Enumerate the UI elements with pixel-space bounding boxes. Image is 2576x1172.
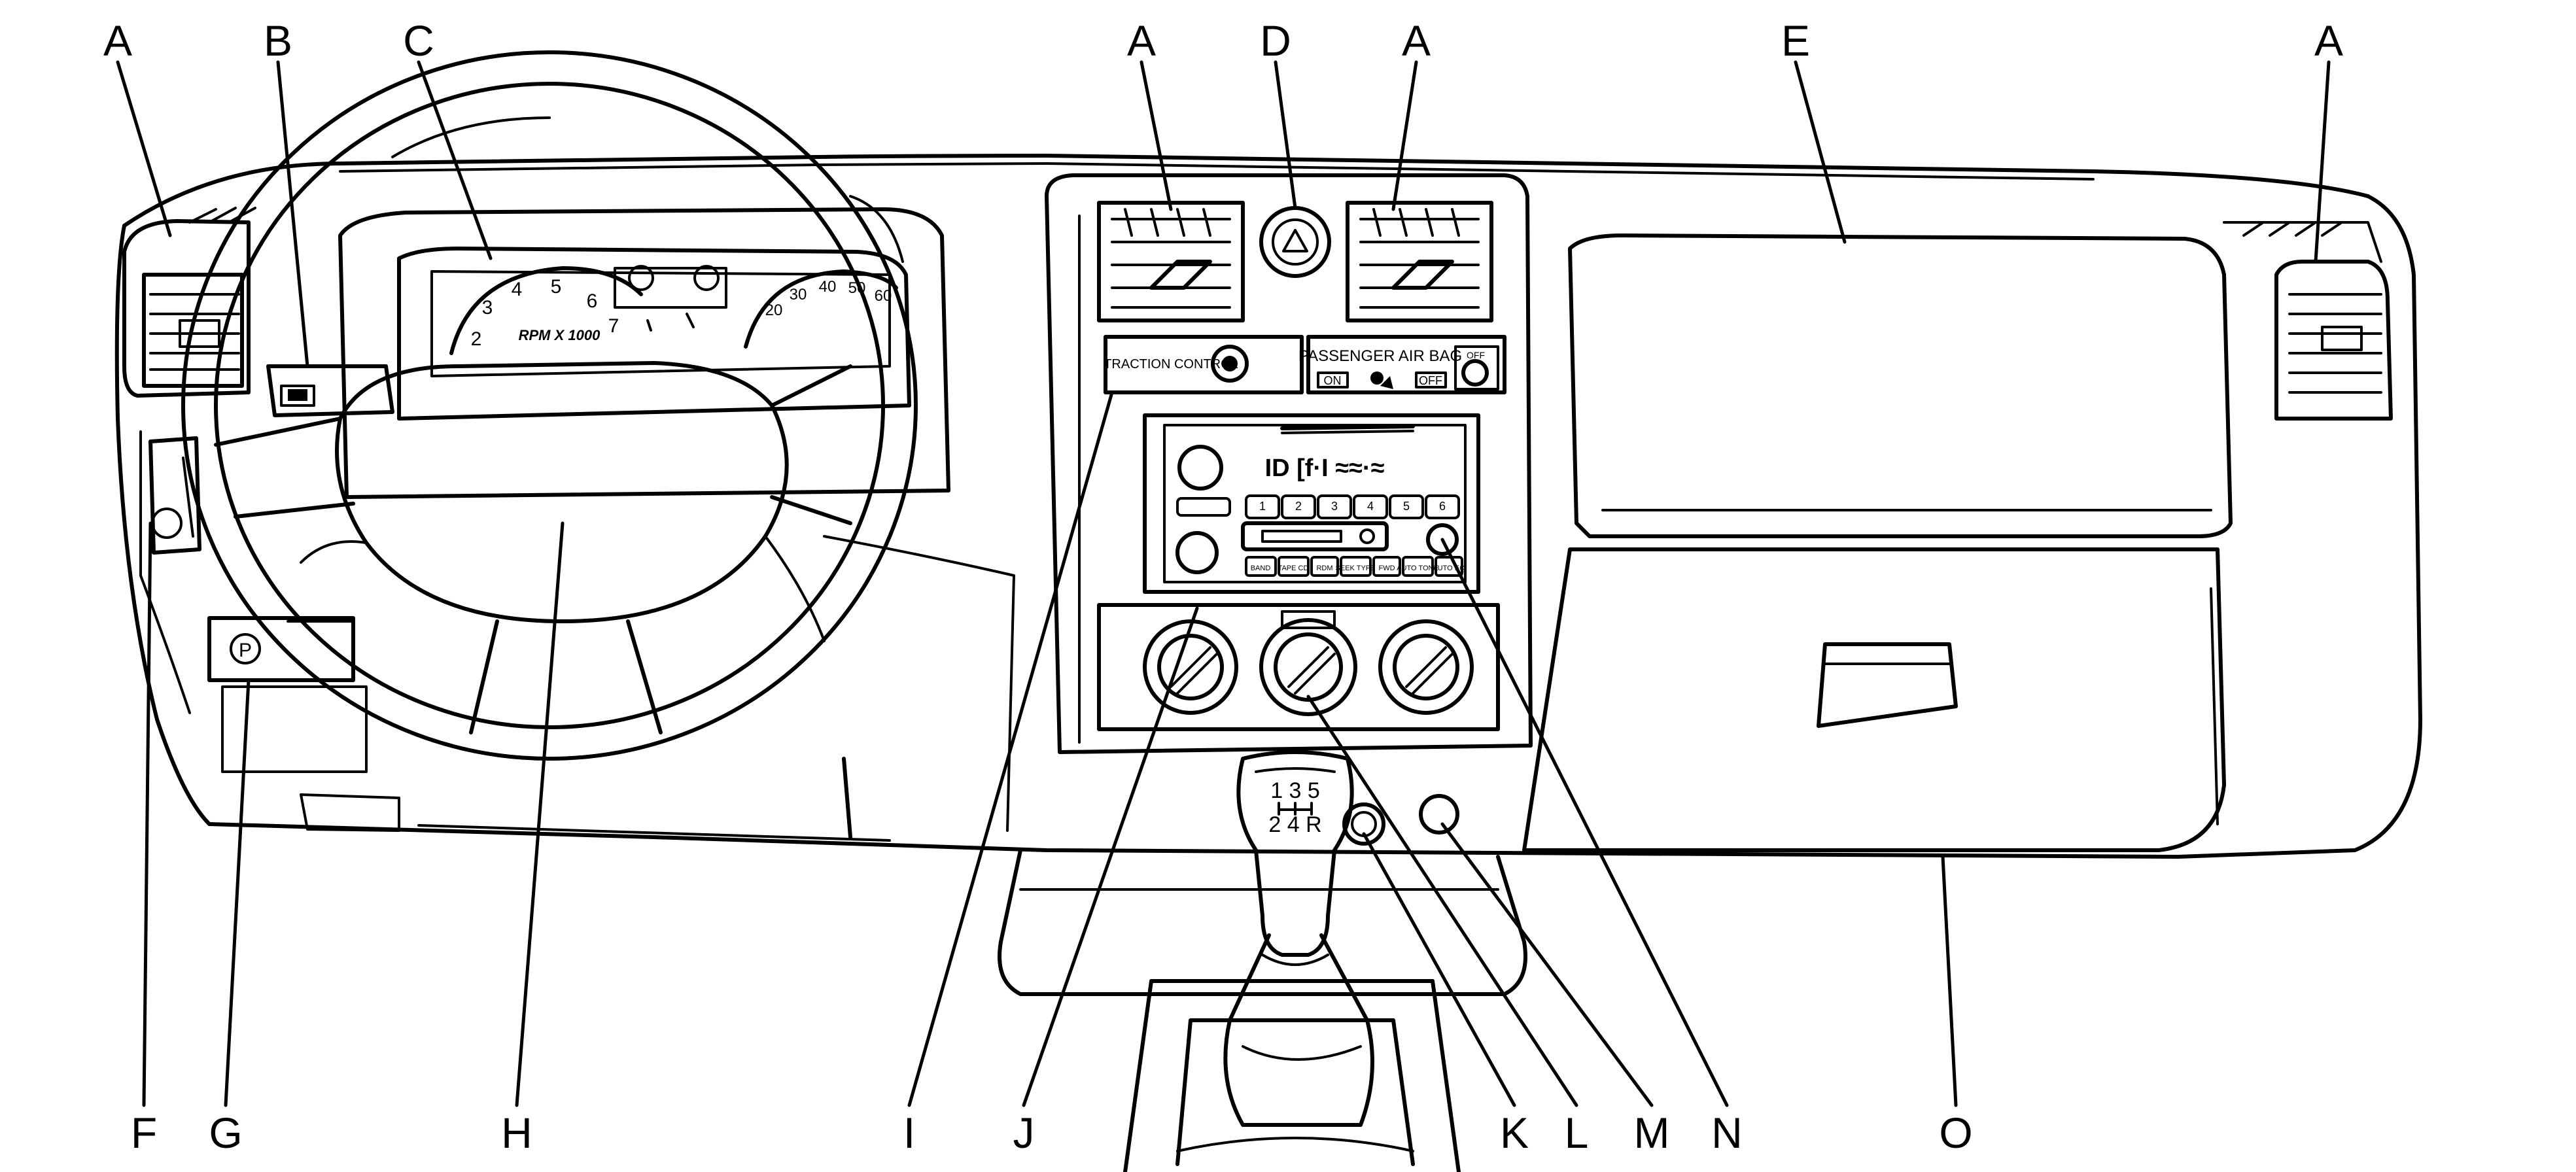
callout-label: A (1402, 16, 1431, 65)
speed-number: 60 (875, 287, 892, 305)
airbag-off-label: OFF (1419, 374, 1442, 387)
speed-number: 20 (765, 302, 783, 319)
radio-button[interactable]: AUTO EQ (1433, 564, 1465, 572)
tach-number: 3 (482, 297, 493, 319)
callout-label: K (1500, 1109, 1529, 1157)
callout-label: L (1565, 1109, 1589, 1157)
airbag-switch-off: OFF (1467, 350, 1485, 360)
tach-number: 7 (608, 315, 619, 337)
radio-button[interactable]: AUTO TONE (1397, 564, 1438, 572)
callout-label: H (501, 1109, 532, 1157)
preset-button[interactable]: 3 (1331, 500, 1338, 513)
callout-label: E (1781, 16, 1810, 65)
climate-controls[interactable] (1097, 603, 1500, 731)
callout-label: C (403, 16, 434, 65)
callout-label: A (103, 16, 132, 65)
rpm-label: RPM X 1000 (519, 327, 600, 343)
park-symbol: P (239, 640, 252, 661)
callout-label: N (1711, 1109, 1743, 1157)
audio-system[interactable]: ID [f·I ≈≈·≈ 1 2 3 4 5 6 BAND TAPE CD RD… (1143, 413, 1480, 594)
radio-button[interactable]: RDM (1316, 564, 1332, 572)
accessory-power-outlet[interactable] (1342, 802, 1385, 846)
preset-button[interactable]: 1 (1259, 500, 1266, 513)
callout-label: A (2314, 16, 2343, 65)
airbag-on-label: ON (1324, 374, 1342, 387)
callout-labels: A B C A D A E A F G H I J K L M N O (103, 16, 2343, 1157)
center-left-vent (1097, 201, 1245, 322)
radio-button[interactable]: TAPE CD (1278, 564, 1309, 572)
steering-wheel (181, 50, 918, 761)
callout-label: D (1260, 16, 1291, 65)
turn-signal-lever[interactable] (266, 364, 394, 417)
callout-label: J (1013, 1109, 1035, 1157)
speed-number: 40 (819, 278, 837, 296)
radio-button[interactable]: BAND (1251, 564, 1271, 572)
radio-display: ID [f·I ≈≈·≈ (1265, 455, 1385, 482)
radio-button[interactable]: FWD (1378, 564, 1395, 572)
hazard-warning-button[interactable] (1259, 206, 1331, 278)
traction-control-label: TRACTION CONTROL (1104, 357, 1238, 371)
ashtray-outlet[interactable] (1419, 794, 1459, 835)
headlamp-switch[interactable] (148, 436, 201, 555)
radio-button[interactable]: SEEK TYPE (1336, 564, 1376, 572)
parking-brake-release[interactable]: P (207, 616, 355, 682)
speed-number: 30 (790, 286, 807, 303)
callout-label: O (1939, 1109, 1972, 1157)
instrument-cluster: RPM X 1000 2 3 4 5 6 7 20 30 40 50 60 (338, 207, 950, 499)
callout-label: M (1634, 1109, 1670, 1157)
tach-number: 5 (551, 276, 562, 298)
right-outer-vent (2223, 221, 2393, 421)
callout-label: I (903, 1109, 915, 1157)
shift-pattern-top: 1 3 5 (1270, 778, 1320, 803)
passenger-airbag-title: PASSENGER AIR BAG (1298, 347, 1462, 365)
tach-number: 6 (587, 290, 598, 312)
callout-label: A (1127, 16, 1156, 65)
callout-label: G (209, 1109, 242, 1157)
glove-box[interactable] (1522, 233, 2233, 852)
callout-label: F (131, 1109, 157, 1157)
center-right-vent (1346, 201, 1493, 322)
preset-button[interactable]: 5 (1403, 500, 1410, 513)
dashboard-outline (114, 154, 2422, 1172)
preset-button[interactable]: 4 (1367, 500, 1374, 513)
manual-shift-lever[interactable]: 1 3 5 2 4 R (1223, 750, 1374, 1127)
shift-pattern-bottom: 2 4 R (1268, 812, 1321, 837)
callout-label: B (264, 16, 292, 65)
leader-lines (116, 60, 2331, 1107)
preset-button[interactable]: 6 (1439, 500, 1446, 513)
tach-number: 4 (512, 279, 523, 300)
center-stack: TRACTION CONTROL PASSENGER AIR BAG ON OF… (1045, 173, 1533, 754)
preset-button[interactable]: 2 (1295, 500, 1302, 513)
tach-number: 2 (471, 328, 482, 350)
